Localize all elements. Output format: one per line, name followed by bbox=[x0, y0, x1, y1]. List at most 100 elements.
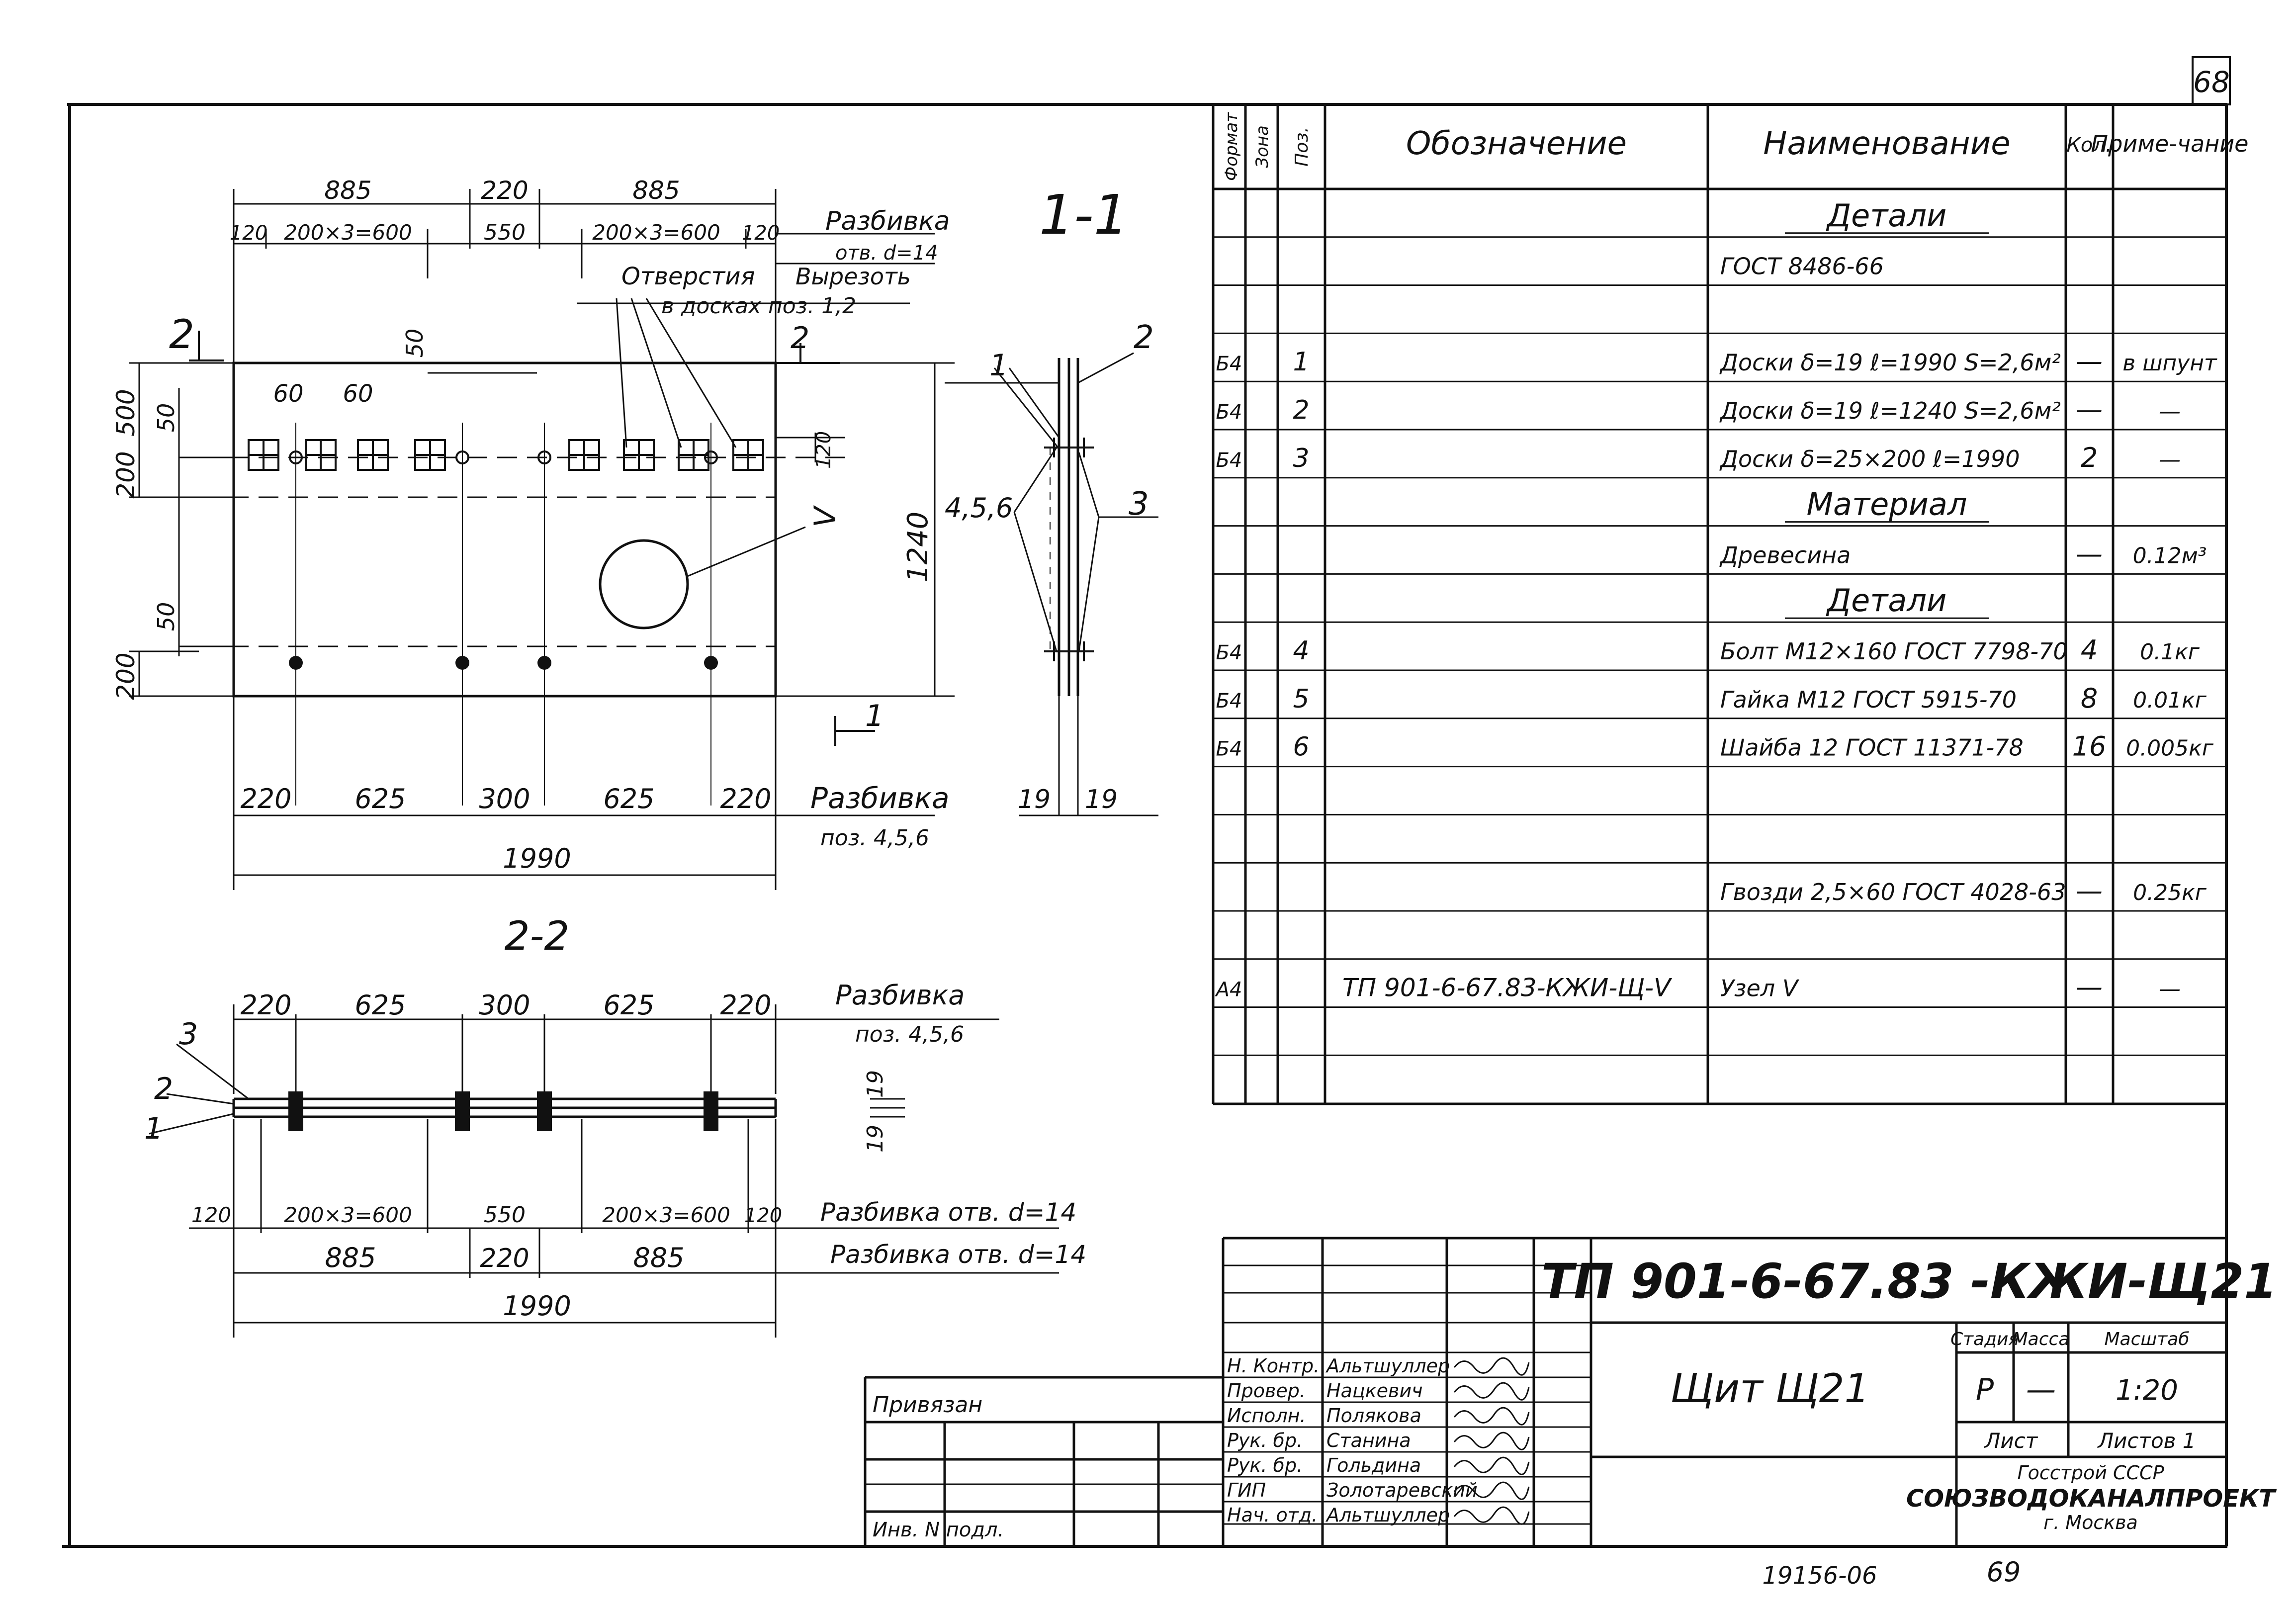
section-dim-625-left: 625 bbox=[354, 989, 406, 1021]
sheet-title: Щит Щ21 bbox=[1671, 1365, 1870, 1412]
spec-cell-format: Б4 bbox=[1216, 690, 1242, 713]
signer-role: Нач. отд. bbox=[1227, 1504, 1318, 1526]
round-cutout bbox=[599, 539, 689, 629]
razbivka-holes-label: Разбивка bbox=[825, 206, 950, 236]
signer-name: Гольдина bbox=[1326, 1454, 1421, 1476]
dim-60-b: 60 bbox=[343, 380, 373, 408]
spec-cell-qty: 8 bbox=[2081, 683, 2098, 714]
section-dim-300: 300 bbox=[479, 989, 530, 1021]
section-bottom-600-right: 200×3=600 bbox=[602, 1203, 730, 1227]
side-callout-2: 2 bbox=[1134, 319, 1154, 356]
signer-role: Исполн. bbox=[1227, 1405, 1306, 1427]
spec-cell-note: — bbox=[2159, 977, 2181, 1002]
section-razbivka-sub: поз. 4,5,6 bbox=[855, 1022, 964, 1047]
sheets-label: Листов 1 bbox=[2097, 1429, 2196, 1453]
razbivka-holes-sub: отв. d=14 bbox=[835, 242, 938, 265]
side-dim-19a: 19 bbox=[1018, 785, 1051, 814]
section-bottom-220: 220 bbox=[480, 1244, 529, 1273]
panel-outline bbox=[232, 361, 777, 698]
spec-cell-name: ГОСТ 8486-66 bbox=[1720, 253, 1884, 280]
spec-cell-pos: 3 bbox=[1293, 444, 1309, 473]
bottom-dim-625-left: 625 bbox=[354, 783, 406, 814]
sheet-frame bbox=[62, 103, 2228, 1548]
section-right-dim-19b: 19 bbox=[863, 1125, 888, 1153]
spec-cell-pos: 6 bbox=[1293, 732, 1309, 762]
top-dim-600-left: 200×3=600 bbox=[284, 220, 412, 245]
square-holes bbox=[248, 439, 764, 471]
section-callout-1: 1 bbox=[144, 1111, 163, 1146]
razbivka-pos-sub: поз. 4,5,6 bbox=[820, 825, 929, 851]
bottom-dim-300: 300 bbox=[479, 783, 530, 814]
signer-name: Станина bbox=[1326, 1430, 1411, 1451]
spec-cell-qty: — bbox=[2076, 538, 2103, 569]
spec-cell-qty: 16 bbox=[2072, 731, 2107, 762]
spec-cell-qty: — bbox=[2076, 972, 2103, 1003]
section-razbivka-holes-2: Разбивка отв. d=14 bbox=[830, 1240, 1086, 1269]
signer-name: Нацкевич bbox=[1326, 1380, 1423, 1402]
cut-note: Вырезоть bbox=[795, 263, 911, 290]
stage-value: Р bbox=[1976, 1372, 1994, 1407]
top-dim-120-left: 120 bbox=[230, 222, 267, 245]
spec-cell-format: Б4 bbox=[1216, 449, 1242, 472]
spec-cell-name: Детали bbox=[1826, 582, 1947, 619]
spec-table: Формат Зона Поз. Обозначение Наименовани… bbox=[1212, 104, 2249, 1105]
header-note: Приме-чание bbox=[2091, 130, 2249, 157]
spec-cell-format: Б4 bbox=[1216, 738, 1242, 761]
spec-cell-qty: — bbox=[2076, 875, 2103, 906]
left-dim-200-bottom: 200 bbox=[111, 652, 140, 700]
stage-label: Стадия bbox=[1950, 1329, 2019, 1349]
signature-mark bbox=[1453, 1407, 1530, 1426]
holes-note-2: в досках поз. 1,2 bbox=[661, 293, 856, 319]
section-total-1990: 1990 bbox=[503, 1290, 571, 1322]
side-callout-1: 1 bbox=[989, 348, 1008, 383]
razbivka-pos-label: Разбивка bbox=[810, 781, 950, 815]
dim-50-top: 50 bbox=[401, 329, 428, 358]
signer-role: Н. Контр. bbox=[1227, 1355, 1320, 1377]
section-callout-3: 3 bbox=[179, 1017, 198, 1052]
spec-cell-name: Узел V bbox=[1720, 975, 1800, 1002]
section-razbivka: Разбивка bbox=[835, 980, 965, 1011]
spec-cell-pos: 2 bbox=[1293, 395, 1309, 425]
bolt-holes-bottom bbox=[289, 656, 718, 670]
section-dim-625-right: 625 bbox=[603, 989, 654, 1021]
section-bottom-120-left: 120 bbox=[191, 1203, 231, 1227]
side-callout-3: 3 bbox=[1129, 486, 1149, 523]
spec-cell-note: 0.25кг bbox=[2133, 880, 2207, 905]
left-dim-50-bottom: 50 bbox=[153, 602, 179, 631]
plan-view: 1-1 885 220 885 120 200×3=600 550 200×3=… bbox=[111, 176, 1129, 890]
section-bottom-885-left: 885 bbox=[325, 1242, 376, 1273]
org-line-1: Госстрой СССР bbox=[2017, 1462, 2164, 1484]
spec-cell-name: Болт М12×160 ГОСТ 7798-70 bbox=[1720, 638, 2068, 665]
signature-mark bbox=[1453, 1481, 1530, 1500]
spec-cell-designation: ТП 901-6-67.83-КЖИ-Щ-V bbox=[1342, 974, 1673, 1002]
bottom-dim-625-right: 625 bbox=[603, 783, 654, 814]
doc-code: ТП 901-6-67.83 -КЖИ-Щ21 bbox=[1541, 1254, 2277, 1309]
view-label: 1-1 bbox=[1039, 183, 1129, 247]
section-callout-2: 2 bbox=[154, 1072, 173, 1106]
header-name: Наименование bbox=[1763, 125, 2010, 162]
sheet-number: 68 bbox=[2193, 65, 2230, 99]
signer-role: Рук. бр. bbox=[1227, 1454, 1303, 1476]
section-boards bbox=[232, 1097, 777, 1118]
org-line-2: СОЮЗВОДОКАНАЛПРОЕКТ bbox=[1906, 1485, 2277, 1513]
header-zone: Зона bbox=[1252, 125, 1272, 168]
bottom-dim-220-left: 220 bbox=[240, 783, 291, 814]
spec-cell-name: Древесина bbox=[1719, 541, 1851, 568]
signature-mark bbox=[1453, 1506, 1530, 1525]
spec-cell-name: Материал bbox=[1806, 486, 1967, 523]
bound-label: Привязан bbox=[873, 1392, 982, 1418]
right-dim-120: 120 bbox=[812, 431, 835, 469]
left-dim-200-top: 200 bbox=[111, 451, 140, 498]
top-dim-600-right: 200×3=600 bbox=[592, 220, 720, 245]
signer-name: Полякова bbox=[1326, 1405, 1421, 1427]
signer-name: Альтшуллер bbox=[1325, 1355, 1450, 1377]
spec-cell-note: — bbox=[2159, 399, 2181, 424]
sheet-label: Лист bbox=[1984, 1429, 2038, 1453]
spec-cell-note: 0.01кг bbox=[2133, 688, 2207, 713]
inv-label: Инв. N подл. bbox=[873, 1519, 1004, 1541]
total-dim-1990: 1990 bbox=[503, 843, 571, 874]
spec-cell-note: — bbox=[2159, 447, 2181, 472]
spec-cell-note: 0.12м³ bbox=[2133, 543, 2207, 568]
top-dim-120-right: 120 bbox=[742, 222, 780, 245]
section-bottom-120-right: 120 bbox=[744, 1204, 782, 1227]
